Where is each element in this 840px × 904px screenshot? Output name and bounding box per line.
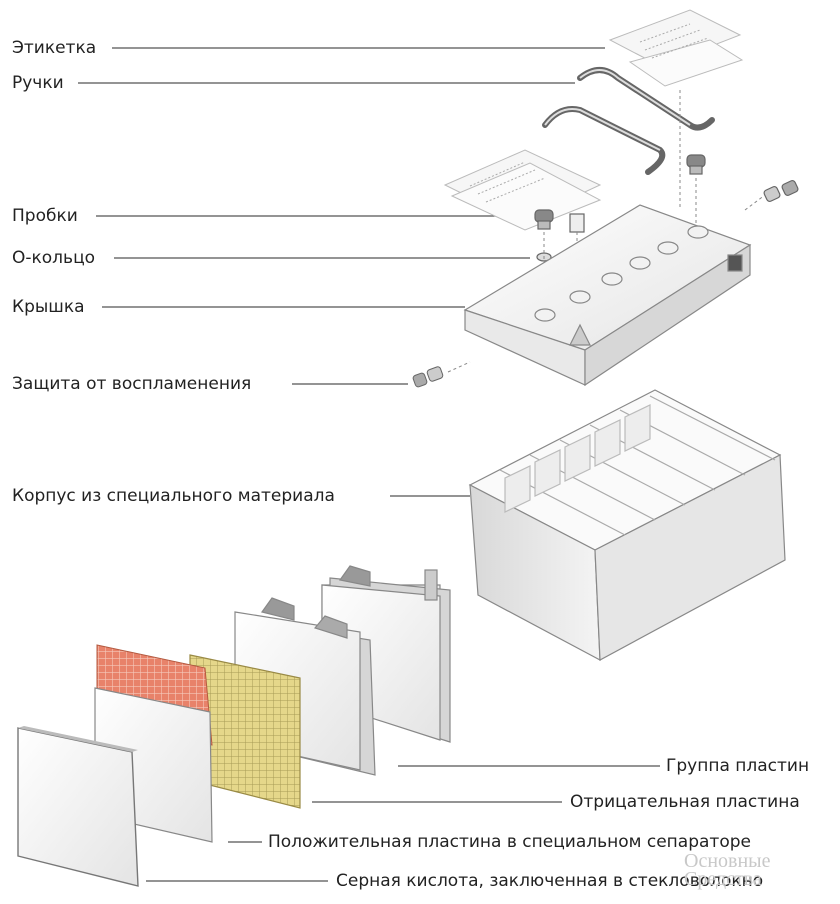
watermark: Основные Средства [684, 850, 771, 890]
negative-plate-label: Отрицательная пластина [570, 792, 800, 812]
acid-label: Серная кислота, заключенная в стекловоло… [336, 871, 764, 891]
battery-case [468, 389, 786, 662]
flame-arrestor [412, 366, 444, 388]
plate-group-label: Группа пластин [666, 756, 810, 776]
acid-glass-mat [17, 727, 139, 887]
watermark-line-1: Основные [684, 850, 771, 872]
cover-label: Крышка [12, 297, 85, 317]
label-sheets [443, 9, 744, 231]
positive-plate-label: Положительная пластина в специальном сеп… [268, 832, 751, 852]
watermark-line-2: Средства [684, 868, 762, 890]
plugs-label: Пробки [12, 206, 78, 226]
cover [463, 204, 752, 387]
o-ring-label: О-кольцо [12, 248, 96, 268]
label-label: Этикетка [12, 38, 97, 58]
case-label: Корпус из специального материала [12, 486, 335, 506]
flame-arrestor-label: Защита от воспламенения [12, 374, 252, 394]
handles-label: Ручки [12, 73, 64, 93]
leader-lines [78, 47, 660, 882]
